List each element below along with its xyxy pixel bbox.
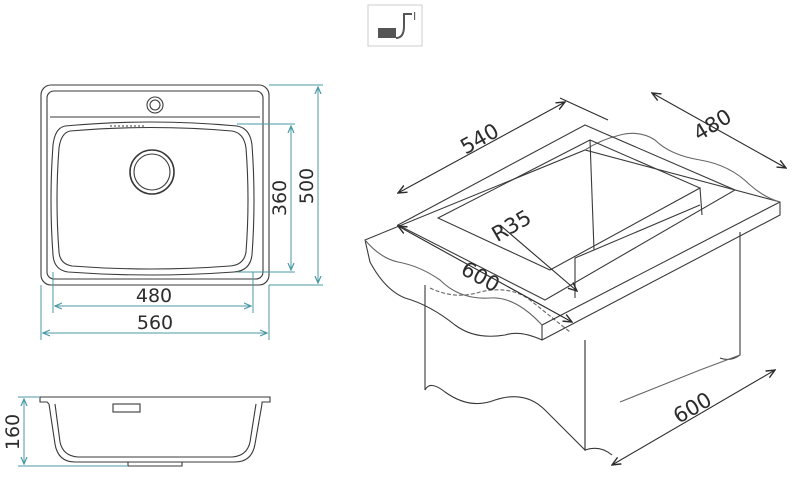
side-drain — [127, 462, 183, 467]
top-view — [40, 84, 270, 286]
dim-540-label: 540 — [456, 119, 503, 159]
iso-dimensions — [398, 93, 786, 465]
tap-hole-inner — [149, 99, 161, 111]
dim-line-600-cabinet — [612, 370, 775, 465]
sink-inner-rim — [46, 90, 264, 280]
bowl-outer — [50, 121, 255, 276]
icon-label: I — [413, 10, 416, 23]
dim-r35-label: R35 — [488, 205, 536, 246]
drain-inner — [133, 153, 171, 191]
mounting-type-icon: I — [367, 4, 423, 47]
countertop — [364, 149, 781, 341]
side-bowl-outer — [48, 403, 263, 463]
sink-outer-rim — [40, 84, 270, 286]
bowl-inner — [56, 126, 249, 270]
bowl-back-corner — [589, 139, 595, 251]
dim-560-label: 560 — [137, 312, 173, 334]
side-view-dimensions — [18, 396, 128, 467]
dim-160-label: 160 — [2, 414, 24, 450]
side-overflow — [112, 403, 141, 413]
sink-opening — [436, 139, 702, 271]
dim-600-cabinet-label: 600 — [669, 388, 716, 429]
dim-360-label: 360 — [269, 180, 291, 216]
dim-480-label: 480 — [136, 285, 172, 307]
dim-line-540 — [398, 102, 565, 193]
drain-outer — [129, 149, 175, 195]
dim-line-480-iso — [652, 93, 786, 168]
dim-480-iso-label: 480 — [689, 104, 736, 145]
side-rim-top — [40, 396, 271, 404]
dim-line-r35 — [499, 224, 577, 291]
dim-line-600-front — [398, 226, 572, 322]
iso-view — [364, 124, 781, 456]
cabinet-right — [719, 232, 741, 361]
top-view-dimensions — [40, 84, 323, 340]
cabinet-left — [424, 285, 586, 452]
side-view — [39, 396, 271, 467]
tap-hole — [146, 96, 164, 114]
dim-500-label: 500 — [296, 168, 318, 204]
